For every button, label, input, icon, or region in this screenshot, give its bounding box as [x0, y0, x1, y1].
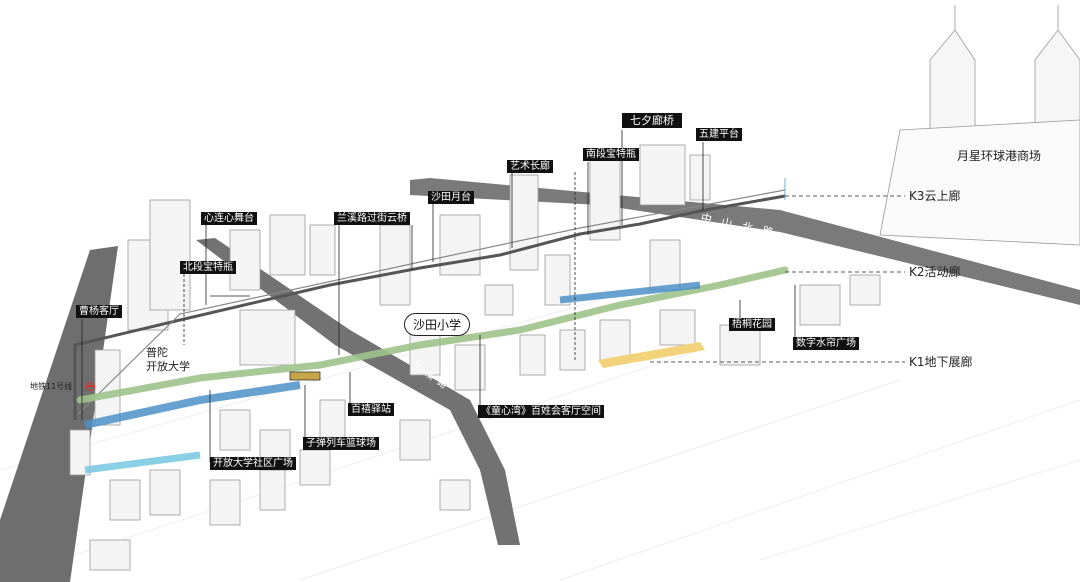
building [649, 239, 681, 291]
k1-blue-gallery [84, 381, 301, 429]
label-shatian-moon-stage: 沙田月台 [428, 191, 474, 204]
building [229, 229, 261, 291]
moonstar-mall-towers [879, 5, 1080, 246]
lanxi-road [196, 238, 520, 545]
building [659, 309, 696, 346]
label-caoyang-guest-hall: 曹杨客厅 [76, 305, 122, 318]
label-tongxin-bay: 《童心湾》百姓会客厅空间 [478, 405, 604, 418]
building [439, 479, 471, 511]
building [299, 449, 331, 486]
building [799, 284, 841, 326]
label-wujian-platform: 五建平台 [696, 128, 742, 141]
building [544, 254, 571, 306]
building [719, 324, 761, 366]
label-k3: K3云上廊 [909, 189, 961, 203]
building [689, 154, 711, 201]
label-heart-stage: 心连心舞台 [201, 212, 257, 225]
building [109, 479, 141, 521]
label-k2: K2活动廊 [909, 265, 961, 279]
label-art-corridor: 艺术长廊 [507, 160, 553, 173]
building [219, 409, 251, 451]
ground-lines [0, 299, 1080, 581]
zhongshan-north-road [410, 178, 1080, 305]
label-putuo-univ-1: 普陀 [146, 346, 168, 359]
label-open-univ-plaza: 开放大学社区广场 [210, 457, 296, 470]
label-tung-garden: 梧桐花园 [729, 318, 775, 331]
bullet-train-court [289, 371, 321, 381]
building [409, 329, 441, 376]
building [309, 224, 336, 276]
label-shatian-school: 沙田小学 [404, 313, 471, 336]
building [439, 214, 481, 276]
building [639, 144, 686, 206]
label-metro-line11: 地铁11号线 [30, 382, 73, 391]
k1-yellow-gallery [598, 342, 705, 368]
building [399, 419, 431, 461]
k3-corridor-edge [77, 189, 786, 415]
building [519, 334, 546, 376]
building [559, 329, 586, 371]
label-putuo-univ-2: 开放大学 [146, 360, 190, 373]
building [69, 429, 91, 476]
k2-green-corridor [76, 266, 789, 404]
k1-light-blue-strip [84, 451, 201, 474]
building [484, 284, 514, 316]
building [599, 319, 631, 361]
label-moonstar-mall: 月星环球港商场 [957, 149, 1042, 163]
caoyang-road [0, 246, 118, 582]
label-digital-plaza: 数字水帘广场 [793, 337, 859, 350]
k3-elevated-corridor [73, 194, 786, 420]
label-north-bottle: 北段宝特瓶 [180, 261, 236, 274]
building [149, 199, 191, 311]
building [209, 479, 241, 526]
label-baishan-station: 百禧驿站 [348, 403, 394, 416]
label-bullet-train-court: 子弹列车篮球场 [303, 437, 379, 450]
label-qixi-bridge: 七夕廊桥 [622, 113, 682, 128]
metro-icon [86, 382, 95, 391]
building [149, 469, 181, 516]
roads [0, 178, 1080, 582]
building [509, 174, 539, 271]
label-south-bottle: 南段宝特瓶 [583, 148, 639, 161]
buildings [69, 144, 881, 571]
k1-blue-gallery-east [559, 281, 701, 304]
building [269, 214, 306, 276]
building [589, 149, 621, 241]
building [454, 344, 486, 391]
label-lanxi-bridge: 兰溪路过街云桥 [334, 212, 410, 225]
building [319, 399, 346, 441]
leader-lines [81, 130, 905, 462]
building [849, 274, 881, 306]
building [259, 469, 286, 511]
building [94, 349, 121, 426]
building [239, 309, 296, 366]
building [89, 539, 131, 571]
label-k1: K1地下展廊 [909, 355, 973, 369]
